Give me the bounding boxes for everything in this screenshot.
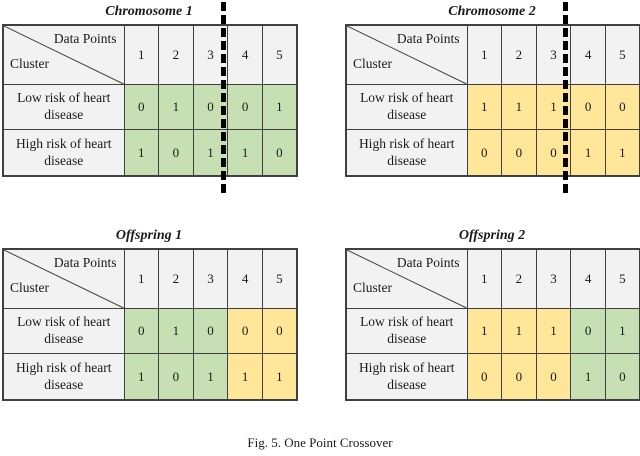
chromosome-2-panel: Chromosome 2 Data Points Cluster 1 2 3 4… (345, 2, 640, 177)
diagonal-line (4, 26, 124, 84)
cell-value: 0 (604, 84, 640, 130)
column-header: 2 (158, 248, 194, 309)
cell-value: 0 (123, 84, 160, 130)
corner-label-cluster: Cluster (353, 56, 392, 71)
diagonal-line (4, 250, 124, 308)
offspring-1-panel: Offspring 1 Data Points Cluster 1 2 3 4 … (2, 226, 298, 401)
row-label: High risk of heart disease (345, 353, 468, 401)
column-header: 2 (501, 24, 537, 85)
crossover-dashed-line-chromosome-1 (221, 2, 226, 197)
corner-label-cluster: Cluster (353, 280, 392, 295)
corner-cell: Data Points Cluster (345, 248, 468, 309)
table-title: Chromosome 2 (448, 4, 536, 19)
column-header: 3 (535, 248, 572, 309)
cell-value: 1 (570, 353, 606, 401)
row-label: High risk of heart disease (2, 129, 125, 177)
table-title: Offspring 2 (458, 228, 526, 243)
cell-value: 0 (466, 353, 503, 401)
corner-label-cluster: Cluster (10, 56, 49, 71)
diagonal-line (347, 26, 467, 84)
column-header: 5 (604, 248, 640, 309)
corner-label-data-points: Data Points (396, 31, 460, 46)
cell-value: 0 (158, 129, 194, 177)
column-header: 4 (227, 24, 263, 85)
cell-value: 1 (192, 353, 229, 401)
column-header: 5 (261, 248, 298, 309)
cell-value: 0 (570, 84, 606, 130)
crossover-dashed-line-chromosome-2 (563, 2, 568, 197)
chromosome-1-panel: Chromosome 1 Data Points Cluster 1 2 3 4… (2, 2, 298, 177)
column-header: 4 (570, 24, 606, 85)
cell-value: 0 (123, 308, 160, 354)
cell-value: 1 (501, 308, 537, 354)
offspring-1-table: Data Points Cluster 1 2 3 4 5 Low risk o… (2, 248, 298, 401)
cell-value: 1 (604, 129, 640, 177)
cell-value: 0 (261, 308, 298, 354)
corner-label-data-points: Data Points (396, 255, 460, 270)
corner-label-cluster: Cluster (10, 280, 49, 295)
chromosome-1-table: Data Points Cluster 1 2 3 4 5 Low risk o… (2, 24, 298, 177)
cell-value: 0 (501, 129, 537, 177)
cell-value: 1 (227, 353, 263, 401)
row-label: Low risk of heart disease (345, 308, 468, 354)
figure-caption: Fig. 5. One Point Crossover (247, 435, 393, 450)
column-header: 5 (261, 24, 298, 85)
column-header: 5 (604, 24, 640, 85)
column-header: 1 (123, 24, 160, 85)
column-header: 2 (158, 24, 194, 85)
cell-value: 0 (158, 353, 194, 401)
cell-value: 1 (535, 308, 572, 354)
column-header: 3 (192, 248, 229, 309)
cell-value: 0 (227, 308, 263, 354)
row-label: Low risk of heart disease (345, 84, 468, 130)
corner-cell: Data Points Cluster (2, 248, 125, 309)
cell-value: 1 (123, 353, 160, 401)
column-header: 2 (501, 248, 537, 309)
cell-value: 0 (535, 353, 572, 401)
cell-value: 1 (466, 308, 503, 354)
table-title: Offspring 1 (115, 228, 183, 243)
corner-label-data-points: Data Points (53, 31, 117, 46)
cell-value: 0 (604, 353, 640, 401)
offspring-2-panel: Offspring 2 Data Points Cluster 1 2 3 4 … (345, 226, 640, 401)
cell-value: 1 (501, 84, 537, 130)
chromosome-2-table: Data Points Cluster 1 2 3 4 5 Low risk o… (345, 24, 640, 177)
column-header: 1 (466, 24, 503, 85)
column-header: 1 (466, 248, 503, 309)
column-header: 4 (570, 248, 606, 309)
cell-value: 0 (570, 308, 606, 354)
corner-cell: Data Points Cluster (2, 24, 125, 85)
cell-value: 1 (466, 84, 503, 130)
cell-value: 1 (261, 84, 298, 130)
table-title: Chromosome 1 (105, 4, 193, 19)
cell-value: 0 (227, 84, 263, 130)
cell-value: 1 (261, 353, 298, 401)
offspring-2-table: Data Points Cluster 1 2 3 4 5 Low risk o… (345, 248, 640, 401)
row-label: High risk of heart disease (2, 353, 125, 401)
cell-value: 1 (123, 129, 160, 177)
row-label: Low risk of heart disease (2, 308, 125, 354)
cell-value: 0 (261, 129, 298, 177)
cell-value: 0 (466, 129, 503, 177)
row-label: High risk of heart disease (345, 129, 468, 177)
cell-value: 0 (192, 308, 229, 354)
column-header: 1 (123, 248, 160, 309)
cell-value: 1 (570, 129, 606, 177)
diagonal-line (347, 250, 467, 308)
corner-label-data-points: Data Points (53, 255, 117, 270)
cell-value: 1 (604, 308, 640, 354)
corner-cell: Data Points Cluster (345, 24, 468, 85)
column-header: 4 (227, 248, 263, 309)
cell-value: 1 (158, 84, 194, 130)
cell-value: 0 (501, 353, 537, 401)
row-label: Low risk of heart disease (2, 84, 125, 130)
cell-value: 1 (158, 308, 194, 354)
cell-value: 1 (227, 129, 263, 177)
